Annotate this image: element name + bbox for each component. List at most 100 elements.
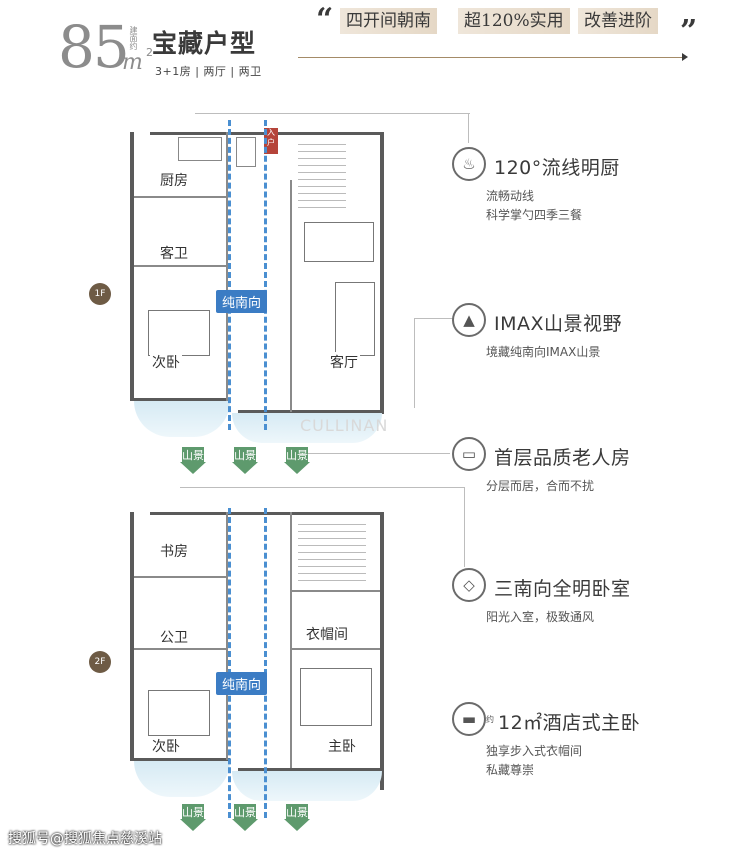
wall: [150, 512, 380, 515]
entry-marker: 入户: [264, 128, 278, 154]
connector-line: [464, 487, 465, 567]
title-divider: [298, 57, 686, 58]
connector-line: [468, 113, 469, 143]
arrow-down-icon: [232, 462, 258, 474]
wall: [150, 132, 380, 135]
south-direction-line: [228, 120, 231, 430]
chef-hat-icon: ♨: [452, 147, 486, 181]
wall: [134, 265, 226, 267]
connector-line: [414, 318, 454, 319]
wall: [226, 512, 228, 760]
connector-line: [180, 487, 464, 488]
stairs: [298, 138, 346, 208]
area-unit: m: [122, 50, 143, 75]
arrow-down-icon: [180, 819, 206, 831]
mountain-view-label: 山景: [286, 804, 308, 819]
mountain-view-label: 山景: [182, 804, 204, 819]
wall: [238, 410, 384, 413]
feature-desc: 阳光入室，极致通风: [486, 610, 595, 624]
room-label-study: 书房: [158, 541, 190, 561]
arrow-down-icon: [284, 819, 310, 831]
feature-desc: 流畅动线: [486, 189, 535, 203]
feature-title: 120°流线明厨: [494, 157, 620, 179]
feature-title: 三南向全明卧室: [494, 578, 631, 600]
feature-desc: 科学掌勺四季三餐: [486, 208, 583, 222]
wall: [290, 512, 292, 768]
page-title: 宝藏户型: [152, 29, 257, 58]
room-label-guest-bath: 客卫: [158, 243, 190, 263]
bed: [300, 668, 372, 726]
bed-icon: ▬: [452, 702, 486, 736]
watermark-text: 搜狐号@搜狐焦点慈溪站: [8, 831, 162, 847]
balcony-glass: [134, 401, 230, 437]
wall: [134, 576, 226, 578]
mountain-view-arrow: 山景: [284, 447, 310, 474]
south-facing-tag: 纯南向: [216, 290, 268, 313]
tag-pill: 改善进阶: [578, 8, 658, 34]
arrow-down-icon: [232, 819, 258, 831]
south-direction-line: [228, 508, 231, 818]
room-label-master: 主卧: [326, 736, 358, 756]
wall: [134, 648, 226, 650]
feature-title-prefix: 约: [486, 715, 494, 724]
arrow-down-icon: [284, 462, 310, 474]
diamond-icon: ◇: [452, 568, 486, 602]
mountain-view-arrow: 山景: [284, 804, 310, 831]
mountain-view-arrow: 山景: [180, 804, 206, 831]
feature-title: IMAX山景视野: [494, 313, 623, 335]
mountain-view-label: 山景: [234, 447, 256, 462]
watermark-text: CULLINAN: [300, 416, 389, 435]
tag-pill: 超120%实用: [458, 8, 570, 34]
wall: [130, 398, 230, 401]
area-unit-sup: 2: [146, 46, 153, 59]
dining-table: [304, 222, 374, 262]
wall: [226, 132, 228, 402]
balcony-glass: [232, 413, 382, 443]
wall: [238, 768, 384, 771]
stove: [178, 137, 222, 161]
wall: [290, 648, 380, 650]
floor-badge: 1F: [89, 283, 111, 305]
mountain-view-arrow: 山景: [180, 447, 206, 474]
bed: [148, 690, 210, 736]
area-tag: 建面约: [129, 26, 138, 50]
mountain-view-label: 山景: [286, 447, 308, 462]
wall: [380, 512, 384, 790]
tag-pill: 四开间朝南: [340, 8, 437, 34]
mountain-view-label: 山景: [182, 447, 204, 462]
mountain-icon: ▲: [452, 303, 486, 337]
feature-desc: 分层而居，合而不扰: [486, 479, 595, 493]
page-subtitle: 3+1房 | 两厅 | 两卫: [155, 65, 262, 78]
room-label-public-bath: 公卫: [158, 627, 190, 647]
wall: [290, 590, 380, 592]
room-label-balcony: 阳台: [296, 416, 328, 436]
floor-badge: 2F: [89, 651, 111, 673]
fridge: [236, 137, 256, 167]
wall: [130, 512, 134, 760]
wall: [380, 132, 384, 414]
room-label-kitchen: 厨房: [158, 170, 190, 190]
south-direction-line: [264, 120, 267, 430]
balcony-glass: [232, 771, 382, 801]
room-label-living: 客厅: [328, 352, 360, 372]
wall: [134, 196, 226, 198]
room-label-second-bed: 次卧: [150, 736, 182, 756]
stairs: [298, 518, 366, 582]
bed: [148, 310, 210, 356]
room-label-second-bed: 次卧: [150, 352, 182, 372]
mountain-view-arrow: 山景: [232, 447, 258, 474]
close-quote-icon: ”: [680, 14, 698, 49]
wall: [130, 758, 230, 761]
area-number: 85: [58, 13, 130, 81]
room-label-cloakroom: 衣帽间: [304, 624, 350, 644]
feature-desc: 私藏尊崇: [486, 763, 535, 777]
divider-arrow-icon: [682, 53, 688, 61]
south-facing-tag: 纯南向: [216, 672, 268, 695]
sofa-icon: ▭: [452, 437, 486, 471]
connector-line: [414, 318, 415, 408]
open-quote-icon: “: [316, 2, 334, 37]
sofa: [335, 282, 375, 356]
mountain-view-arrow: 山景: [232, 804, 258, 831]
connector-line: [300, 453, 450, 454]
wall: [130, 132, 134, 400]
